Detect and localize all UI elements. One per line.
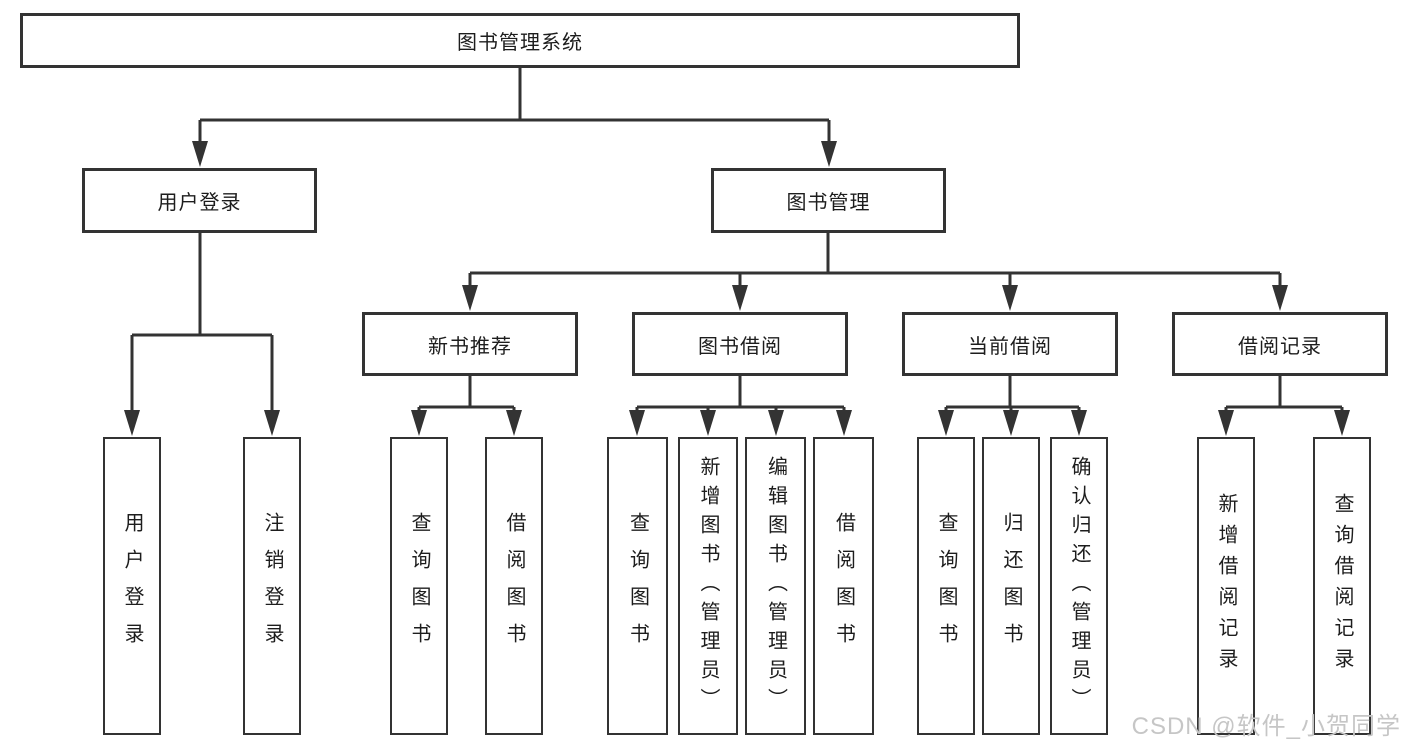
node-label: 新增图书（管理员） [697,455,719,717]
leaf-current-confirm-return-admin: 确认归还（管理员） [1050,437,1108,735]
leaf-records-add-record: 新增借阅记录 [1197,437,1255,735]
node-label: 借阅图书 [503,512,525,660]
connector-records-to-leaves [1218,376,1350,436]
leaf-newrec-borrow-book: 借阅图书 [485,437,543,735]
leaf-borrow-edit-book-admin: 编辑图书（管理员） [745,437,806,735]
csdn-watermark: CSDN @软件_小贺同学 [1131,713,1401,740]
leaf-logout: 注销登录 [243,437,301,735]
node-label: 确认归还（管理员） [1068,455,1090,717]
connector-bookborrow-to-leaves [629,376,852,436]
node-current-borrow: 当前借阅 [902,312,1118,376]
connector-bookmgmt-to-level3 [462,233,1288,311]
connector-currentborrow-to-leaves [938,376,1087,436]
node-label: 注销登录 [261,512,283,660]
leaf-records-query-record: 查询借阅记录 [1313,437,1371,735]
node-label: 新书推荐 [428,335,512,358]
node-label: 借阅记录 [1238,335,1322,358]
leaf-newrec-query-book: 查询图书 [390,437,448,735]
leaf-borrow-query-book: 查询图书 [607,437,668,735]
connector-root-to-level2 [192,68,837,167]
node-label: 图书借阅 [698,335,782,358]
leaf-borrow-borrow-book: 借阅图书 [813,437,874,735]
node-new-book-recommend: 新书推荐 [362,312,578,376]
connector-newbook-to-leaves [411,376,522,436]
node-label: 查询图书 [408,512,430,660]
leaf-user-login: 用户登录 [103,437,161,735]
node-label: 查询图书 [935,512,957,660]
node-book-management: 图书管理 [711,168,946,233]
node-borrow-records: 借阅记录 [1172,312,1388,376]
leaf-borrow-add-book-admin: 新增图书（管理员） [678,437,738,735]
node-label: 查询图书 [626,512,649,660]
node-system-root: 图书管理系统 [20,13,1020,68]
node-book-borrow: 图书借阅 [632,312,848,376]
node-user-login: 用户登录 [82,168,317,233]
node-label: 用户登录 [157,192,242,214]
node-label: 编辑图书（管理员） [764,455,787,717]
connector-userlogin-to-leaves [124,233,280,436]
node-label: 图书管理系统 [457,32,583,54]
node-label: 当前借阅 [968,335,1052,358]
node-label: 图书管理 [786,192,871,214]
node-label: 用户登录 [121,512,143,660]
leaf-current-return-book: 归还图书 [982,437,1040,735]
node-label: 新增借阅记录 [1215,493,1237,679]
node-label: 借阅图书 [832,512,855,660]
node-label: 查询借阅记录 [1331,493,1353,679]
node-label: 归还图书 [1000,512,1022,660]
leaf-current-query-book: 查询图书 [917,437,975,735]
